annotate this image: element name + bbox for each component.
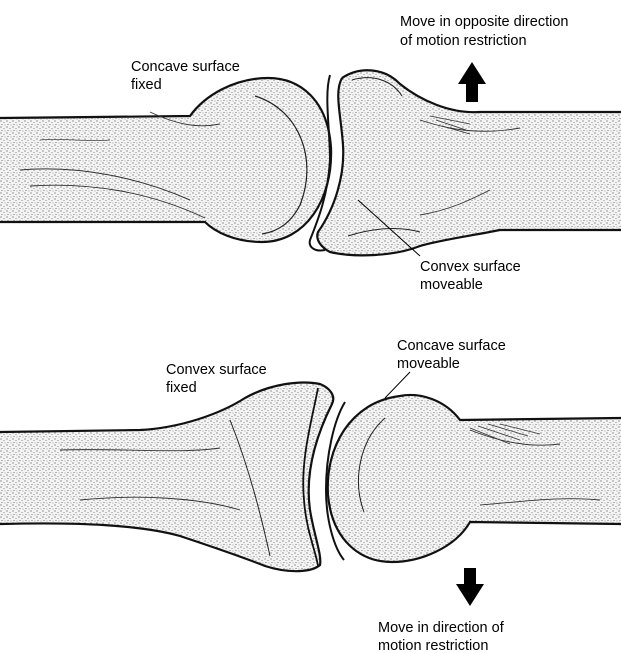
top-moveable-label-line1: Convex surface — [420, 259, 521, 275]
top-left-bone — [0, 78, 331, 242]
bottom-instruction-line1: Move in direction of — [378, 620, 505, 636]
bottom-fixed-label-line2: fixed — [166, 380, 197, 396]
arrow-up-icon — [458, 62, 486, 102]
top-panel — [0, 62, 621, 256]
arrow-down-icon — [456, 568, 484, 606]
bottom-fixed-label-line1: Convex surface — [166, 362, 267, 378]
bottom-moveable-label-line2: moveable — [397, 356, 460, 372]
bottom-right-bone — [326, 395, 621, 562]
top-fixed-label-line1: Concave surface — [131, 59, 240, 75]
bottom-left-bone — [0, 383, 333, 572]
top-instruction-line2: of motion restriction — [400, 33, 527, 49]
top-right-bone — [310, 70, 621, 255]
top-moveable-label-line2: moveable — [420, 277, 483, 293]
bottom-moveable-label-line1: Concave surface — [397, 338, 506, 354]
top-fixed-label-line2: fixed — [131, 77, 162, 93]
bottom-panel — [0, 372, 621, 606]
bottom-instruction-line2: motion restriction — [378, 638, 488, 653]
top-instruction-line1: Move in opposite direction — [400, 14, 568, 30]
